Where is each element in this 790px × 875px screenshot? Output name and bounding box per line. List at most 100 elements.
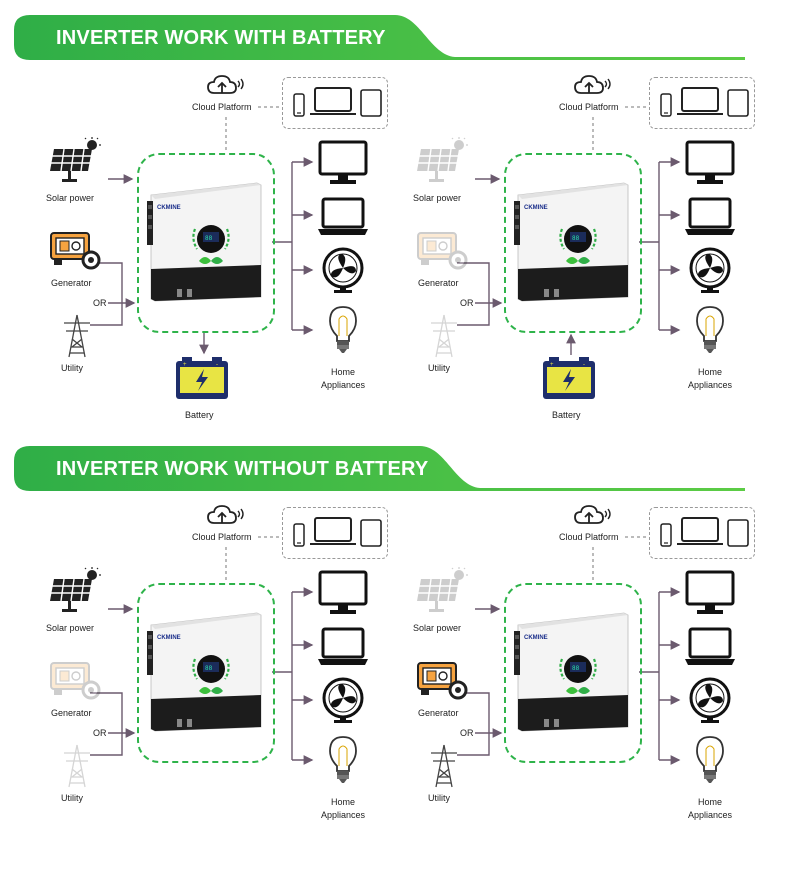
laptop-icon [318,197,368,235]
cloud-platform-label: Cloud Platform [559,532,619,542]
solar-panel-icon [50,137,101,182]
cloud-wifi-icon [574,75,611,94]
monitor-icon [685,140,735,184]
device-group-box [649,77,755,129]
laptop-icon [310,517,356,545]
phone-icon [293,523,305,547]
home-label-line1: Home [330,797,355,807]
utility-tower-icon [431,744,457,788]
fan-icon [689,247,731,293]
solar-power-label: Solar power [46,193,95,203]
monitor-icon [685,570,735,614]
utility-tower-icon [431,314,457,358]
laptop-icon [685,627,735,665]
inverter-brand-text: CKMINE [524,635,548,641]
tablet-icon [727,89,749,117]
generator-label: Generator [51,278,92,288]
solar-panel-icon [417,137,468,182]
generator-label: Generator [51,708,92,718]
home-label-line1: Home [330,367,355,377]
section-banner-with-battery: INVERTER WORK WITH BATTERY [0,15,790,63]
inverter-dashed-box [504,583,642,763]
home-appliances-label: Home Appliances [316,366,370,392]
home-appliances-label: Home Appliances [316,796,370,822]
laptop-icon [318,627,368,665]
phone-icon [660,523,672,547]
connector-lines [90,536,314,765]
utility-label: Utility [428,363,450,373]
inverter-unit: CKMINE 88 [514,182,629,302]
diagram-panel-2: Cloud Platform Solar power Genera [367,65,762,445]
tablet-icon [360,89,382,117]
home-appliances-label: Home Appliances [683,796,737,822]
fan-icon [322,677,364,723]
monitor-icon [318,140,368,184]
inverter-brand-text: CKMINE [157,635,181,641]
tablet-icon [727,519,749,547]
device-group-box [282,507,388,559]
section-title: INVERTER WORK WITHOUT BATTERY [56,458,429,480]
generator-icon [417,232,468,270]
battery-label: Battery [552,410,581,420]
svg-text:88: 88 [572,665,580,672]
home-label-line1: Home [697,797,722,807]
tablet-icon [360,519,382,547]
solar-panel-icon [417,567,468,612]
or-label: OR [460,298,474,308]
home-label-line1: Home [697,367,722,377]
cloud-platform-label: Cloud Platform [559,102,619,112]
diagram-panel-1: Cloud Platform Solar power Genera [0,65,395,445]
inverter-dashed-box [504,153,642,333]
solar-power-label: Solar power [46,623,95,633]
cloud-wifi-icon [207,505,244,524]
laptop-icon [677,87,723,115]
bulb-icon [696,736,724,783]
connector-lines [90,106,314,355]
laptop-icon [310,87,356,115]
monitor-icon [318,570,368,614]
utility-label: Utility [61,793,83,803]
connector-lines [457,106,681,355]
battery-icon: + - [176,357,228,399]
fan-icon [322,247,364,293]
battery-icon: + - [543,357,595,399]
svg-text:88: 88 [205,665,213,672]
diagram-panel-3: Cloud Platform Solar power Genera [0,495,395,875]
inverter-unit: CKMINE 88 [514,612,629,732]
inverter-dashed-box [137,583,275,763]
or-label: OR [93,728,107,738]
home-label-line2: Appliances [687,810,733,820]
generator-icon [50,232,101,270]
or-label: OR [93,298,107,308]
generator-icon [50,662,101,700]
connector-lines [457,536,681,765]
battery-label: Battery [185,410,214,420]
banner-shape [14,446,745,491]
cloud-wifi-icon [574,505,611,524]
section-title: INVERTER WORK WITH BATTERY [56,27,386,49]
fan-icon [689,677,731,723]
utility-label: Utility [428,793,450,803]
or-label: OR [460,728,474,738]
device-group-box [649,507,755,559]
solar-panel-icon [50,567,101,612]
utility-tower-icon [64,744,90,788]
laptop-icon [677,517,723,545]
diagram-panel-4: Cloud Platform Solar power Genera [367,495,762,875]
svg-text:88: 88 [205,235,213,242]
phone-icon [293,93,305,117]
phone-icon [660,93,672,117]
section-banner-without-battery: INVERTER WORK WITHOUT BATTERY [0,446,790,494]
home-appliances-label: Home Appliances [683,366,737,392]
svg-text:+: + [183,362,187,368]
home-label-line2: Appliances [687,380,733,390]
svg-text:88: 88 [572,235,580,242]
utility-tower-icon [64,314,90,358]
bulb-icon [329,306,357,353]
cloud-wifi-icon [207,75,244,94]
device-group-box [282,77,388,129]
inverter-brand-text: CKMINE [524,205,548,211]
svg-text:-: - [583,362,585,368]
svg-text:+: + [550,362,554,368]
banner-shape [14,15,745,60]
